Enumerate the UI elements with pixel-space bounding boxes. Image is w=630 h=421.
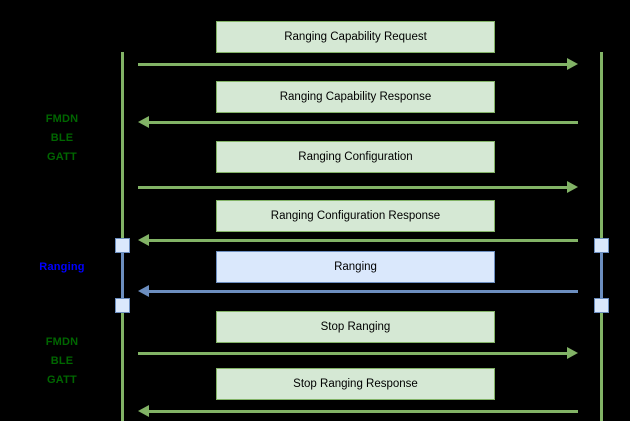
left-activation-node-start[interactable]: [115, 238, 130, 253]
message-arrow-line-0: [138, 63, 567, 66]
message-arrow-line-2: [138, 186, 567, 189]
message-box-3[interactable]: Ranging Configuration Response: [216, 200, 495, 232]
message-label-6: Stop Ranging Response: [293, 378, 418, 390]
phase-label-1: Ranging: [39, 261, 85, 273]
message-label-3: Ranging Configuration Response: [270, 210, 441, 222]
message-box-1[interactable]: Ranging Capability Response: [216, 81, 495, 113]
message-box-2[interactable]: Ranging Configuration: [216, 141, 495, 173]
message-label-2: Ranging Configuration: [298, 151, 413, 163]
message-label-5: Stop Ranging: [320, 321, 391, 333]
message-arrow-head-0: [567, 58, 578, 70]
message-arrow-head-3: [138, 234, 149, 246]
left-activation-node-end[interactable]: [115, 298, 130, 313]
right-activation-bar: [600, 245, 603, 305]
message-box-4[interactable]: Ranging: [216, 251, 495, 283]
right-activation-node-end[interactable]: [594, 298, 609, 313]
message-arrow-head-1: [138, 116, 149, 128]
right-activation-node-start[interactable]: [594, 238, 609, 253]
message-label-0: Ranging Capability Request: [284, 31, 427, 43]
message-arrow-head-5: [567, 347, 578, 359]
message-label-4: Ranging: [334, 261, 377, 273]
left-lifeline: [121, 52, 124, 421]
message-label-1: Ranging Capability Response: [279, 91, 432, 103]
message-arrow-line-4: [149, 290, 578, 293]
message-arrow-line-1: [149, 121, 578, 124]
message-box-6[interactable]: Stop Ranging Response: [216, 368, 495, 400]
phase-label-0: FMDN BLE GATT: [45, 113, 79, 163]
left-activation-bar: [121, 245, 124, 305]
message-arrow-head-2: [567, 181, 578, 193]
message-arrow-head-6: [138, 405, 149, 417]
message-arrow-line-3: [149, 239, 578, 242]
message-arrow-line-6: [149, 410, 578, 413]
right-lifeline: [600, 52, 603, 421]
message-box-5[interactable]: Stop Ranging: [216, 311, 495, 343]
phase-label-2: FMDN BLE GATT: [45, 336, 79, 386]
message-box-0[interactable]: Ranging Capability Request: [216, 21, 495, 53]
message-arrow-line-5: [138, 352, 567, 355]
message-arrow-head-4: [138, 285, 149, 297]
